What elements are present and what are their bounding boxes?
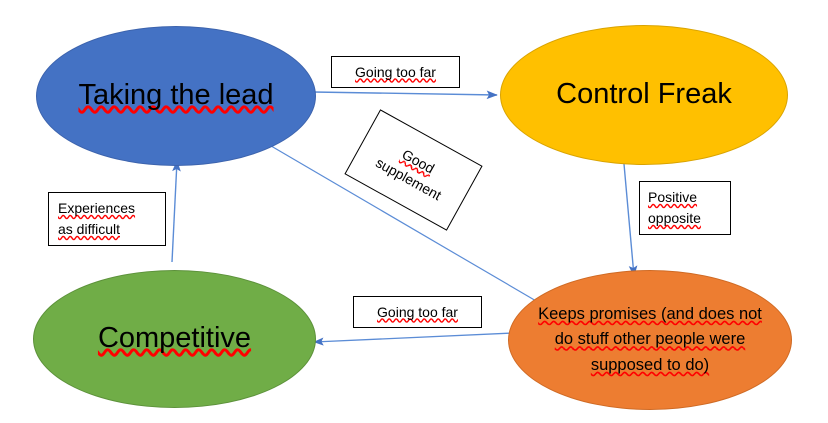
edge-label-going-too-far-top-text: Going too far bbox=[355, 63, 436, 80]
node-competitive-label: Competitive bbox=[88, 321, 261, 356]
arrow-lead-to-control bbox=[312, 90, 498, 100]
edge-label-going-too-far-bottom[interactable]: Going too far bbox=[353, 296, 482, 328]
node-keeps-promises-line1: Keeps promises (and does not bbox=[538, 304, 762, 323]
node-keeps-promises-label: Keeps promises (and does not do stuff oth… bbox=[528, 302, 772, 379]
arrow-keeps-to-competitive bbox=[313, 332, 514, 346]
edge-label-positive-opposite-text: Positive opposite bbox=[648, 187, 701, 229]
edge-label-experiences-text: Experiences as difficult bbox=[58, 198, 135, 240]
node-keeps-promises[interactable]: Keeps promises (and does not do stuff oth… bbox=[508, 270, 792, 410]
node-taking-the-lead-label: Taking the lead bbox=[68, 78, 283, 113]
node-taking-the-lead[interactable]: Taking the lead bbox=[36, 26, 316, 166]
edge-label-going-too-far-top[interactable]: Going too far bbox=[331, 56, 460, 88]
arrow-control-to-keeps bbox=[623, 163, 638, 277]
node-control-freak[interactable]: Control Freak bbox=[500, 25, 788, 165]
positive-line1: Positive bbox=[648, 189, 698, 205]
edge-label-positive-opposite[interactable]: Positive opposite bbox=[639, 181, 731, 235]
node-competitive[interactable]: Competitive bbox=[33, 270, 316, 408]
node-keeps-promises-line3: supposed to do) bbox=[590, 355, 710, 374]
node-control-freak-label: Control Freak bbox=[556, 78, 732, 111]
edge-label-experiences-as-difficult[interactable]: Experiences as difficult bbox=[48, 192, 166, 246]
edge-label-going-too-far-bottom-text: Going too far bbox=[377, 303, 458, 320]
experiences-line2: as difficult bbox=[58, 221, 120, 237]
node-competitive-text: Competitive bbox=[97, 322, 252, 355]
experiences-line1: Experiences bbox=[58, 200, 136, 216]
arrow-competitive-to-lead bbox=[171, 160, 181, 263]
node-keeps-promises-line2: do stuff other people were bbox=[554, 330, 746, 349]
node-taking-the-lead-text: Taking the lead bbox=[78, 79, 274, 112]
positive-line2: opposite bbox=[648, 210, 701, 226]
